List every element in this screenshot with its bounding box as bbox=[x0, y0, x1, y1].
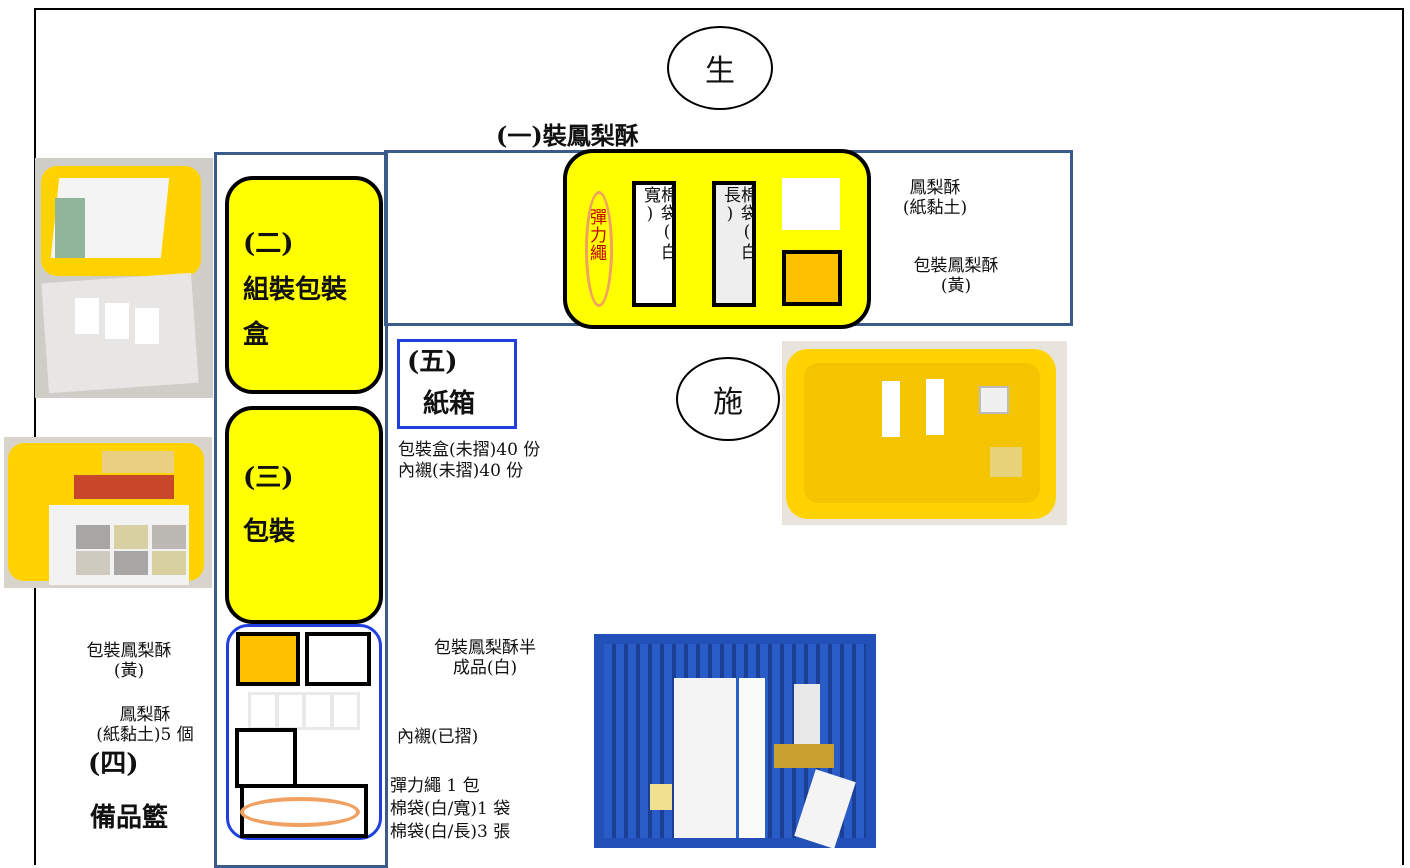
photo-packing-tray bbox=[4, 437, 212, 588]
station-2-line3: 盒 bbox=[243, 320, 270, 350]
bag-wide-count-text: 棉袋(白/寬)1 袋 bbox=[390, 798, 511, 819]
pineapple-clay-line1: 鳳梨酥 bbox=[909, 178, 961, 198]
cotton-bag-wide-label: 棉袋(白寬) bbox=[641, 186, 675, 261]
left-clay-line2: (紙黏土)5 個 bbox=[96, 725, 194, 746]
station-5-line2: 紙箱 bbox=[423, 388, 476, 419]
basket-elastic-oval bbox=[240, 797, 360, 827]
station-5-label: (五) 紙箱 bbox=[407, 342, 475, 425]
photo-tray-items bbox=[782, 341, 1067, 525]
basket-contents: 彈力繩 1 包 棉袋(白/寬)1 袋 棉袋(白/長)3 張 bbox=[390, 775, 510, 844]
cotton-bag-wide bbox=[632, 181, 676, 307]
station-3-label: (三) 包裝 bbox=[243, 456, 295, 555]
cotton-bag-long-label: 棉袋(白長) bbox=[721, 186, 755, 261]
liner-unfolded-text: 內襯(未摺)40 份 bbox=[398, 461, 524, 482]
wrapped-yellow-line1: 包裝鳳梨酥 bbox=[913, 256, 999, 276]
wrapped-yellow-text: 包裝鳳梨酥 (黃) bbox=[896, 256, 1016, 297]
station-4-number: (四) bbox=[88, 749, 139, 779]
left-clay-text: 鳳梨酥 (紙黏土)5 個 bbox=[70, 705, 220, 746]
left-wrapped-line2: (黃) bbox=[113, 661, 145, 682]
left-wrapped-text: 包裝鳳梨酥 (黃) bbox=[64, 641, 194, 682]
pineapple-clay-square bbox=[782, 178, 840, 230]
left-clay-line1: 鳳梨酥 bbox=[119, 705, 171, 725]
elastic-cord-label: 彈力繩 bbox=[586, 208, 606, 262]
left-wrapped-line1: 包裝鳳梨酥 bbox=[86, 641, 172, 661]
semi-finished-line1: 包裝鳳梨酥半 bbox=[434, 638, 536, 658]
cotton-bag-long bbox=[712, 181, 756, 307]
station-4-basket bbox=[226, 624, 382, 840]
station-1-title: (一)裝鳳梨酥 bbox=[496, 121, 639, 150]
station-2-line1: (二) bbox=[243, 229, 294, 259]
pineapple-clay-line2: (紙黏土) bbox=[902, 198, 968, 219]
basket-wrapped-white bbox=[305, 632, 371, 686]
station-3-line1: (三) bbox=[243, 463, 294, 493]
elastic-cord-oval bbox=[585, 191, 613, 307]
student-circle: 生 bbox=[667, 26, 773, 110]
wrapped-pineapple-square bbox=[782, 250, 842, 306]
photo-assembled-box bbox=[35, 158, 213, 398]
station-2-box bbox=[225, 176, 383, 394]
student-label: 生 bbox=[705, 54, 735, 89]
station-3-box bbox=[225, 406, 383, 624]
bag-long-count-text: 棉袋(白/長)3 張 bbox=[390, 821, 511, 842]
instructor-label: 施 bbox=[713, 385, 743, 420]
semi-finished-line2: 成品(白) bbox=[452, 658, 518, 679]
frame-left-border bbox=[34, 8, 36, 865]
basket-pineapple-clay bbox=[235, 728, 297, 788]
station-2-line2: 組裝包裝 bbox=[243, 274, 348, 305]
frame-right-border bbox=[1402, 8, 1404, 865]
photo-basket bbox=[594, 634, 876, 848]
station-5-box bbox=[397, 339, 517, 429]
station-3-line2: 包裝 bbox=[243, 516, 296, 547]
basket-wrapped-yellow bbox=[236, 632, 300, 686]
basket-liner-photo bbox=[248, 692, 360, 730]
station-2-label: (二) 組裝包裝 盒 bbox=[243, 222, 347, 359]
instructor-circle: 施 bbox=[676, 357, 780, 441]
semi-finished-text: 包裝鳳梨酥半 成品(白) bbox=[405, 638, 565, 679]
carton-contents: 包裝盒(未摺)40 份 內襯(未摺)40 份 bbox=[398, 440, 540, 483]
elastic-pack-text: 彈力繩 1 包 bbox=[390, 776, 480, 796]
box-unfolded-text: 包裝盒(未摺)40 份 bbox=[398, 440, 541, 460]
liner-folded-text: 內襯(已摺) bbox=[397, 727, 479, 747]
station-4-name: 備品籃 bbox=[90, 803, 169, 833]
frame-top-border bbox=[34, 0, 1402, 10]
station-5-line1: (五) bbox=[407, 347, 458, 377]
wrapped-yellow-line2: (黃) bbox=[940, 276, 972, 297]
pineapple-clay-text: 鳳梨酥 (紙黏土) bbox=[880, 178, 990, 219]
